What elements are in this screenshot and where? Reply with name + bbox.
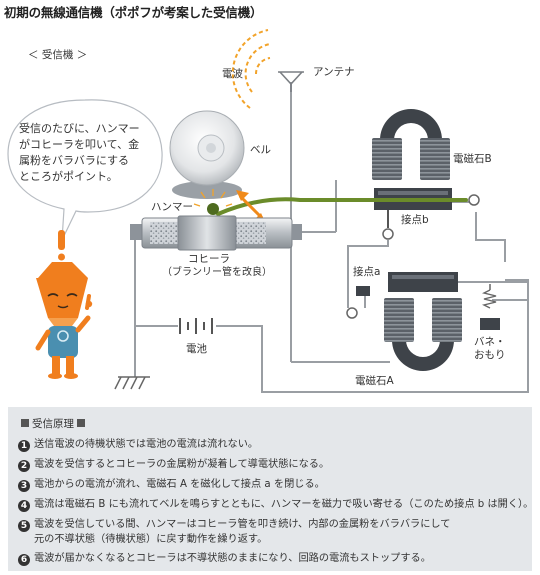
principle-panel: 受信原理 1 送信電波の待機状態では電池の電流は流れない。 2 電波を受信するとコヒ… (8, 407, 533, 571)
step-number-icon: 3 (18, 480, 30, 492)
receiver-diagram: 電波 アンテナ ベル 電磁石B 接点b ハンマー (7, 29, 529, 393)
label-spring-1: バネ・ (474, 336, 506, 348)
principle-step: 4 電流は電磁石 B にも流れてベルを鳴らすとともに、ハンマーを磁力で吸い寄せる（… (18, 497, 533, 512)
radio-wave-icon (231, 29, 271, 109)
page-title: 初期の無線通信機（ポポフが考案した受信機） (4, 5, 263, 20)
right-wire (475, 212, 506, 262)
principle-title-text: 受信原理 (32, 418, 74, 430)
label-electromagnet-a: 電磁石A (355, 374, 394, 387)
square-bullet-icon (21, 419, 29, 427)
label-denpa: 電波 (222, 67, 243, 80)
label-electromagnet-b: 電磁石B (453, 152, 492, 165)
battery-wire-right (216, 279, 529, 393)
label-bell: ベル (250, 144, 271, 156)
bubble-line: 受信のたびに、ハンマー (19, 122, 140, 135)
step-number-icon: 5 (18, 520, 30, 532)
spring-weight (458, 281, 528, 330)
principle-step: 6 電波が届かなくなるとコヒーラは不導状態のままになり、回路の電流もストップする。 (18, 551, 431, 566)
label-coherer-2: （ブランリー管を改良） (162, 265, 272, 278)
step-text: 電池からの電流が流れ、電磁石 A を磁化して接点 a を閉じる。 (34, 479, 325, 490)
contact-b (382, 210, 394, 240)
square-bullet-icon (77, 419, 85, 427)
contact-a (346, 286, 370, 319)
principle-step: 2 電波を受信するとコヒーラの金属粉が凝着して導電状態になる。 (18, 457, 329, 472)
contact-b-wire (347, 240, 389, 308)
principle-step: 5 電波を受信している間、ハンマーはコヒーラ管を叩き続け、内部の金属粉をバラバラに… (18, 517, 450, 547)
step-text: 電波が届かなくなるとコヒーラは不導状態のままになり、回路の電流もストップする。 (34, 553, 431, 564)
principle-title: 受信原理 (18, 416, 88, 431)
exclamation-icon (58, 230, 65, 261)
step-number-icon: 2 (18, 460, 30, 472)
principle-step: 1 送信電波の待機状態では電池の電流は流れない。 (18, 437, 258, 452)
ground-symbol (114, 376, 150, 390)
label-contact-b: 接点b (401, 213, 429, 226)
label-coherer-1: コヒーラ (188, 253, 230, 265)
label-hammer: ハンマー (151, 201, 193, 213)
step-text: 電波を受信している間、ハンマーはコヒーラ管を叩き続け、内部の金属粉をバラバラにし… (34, 519, 451, 530)
step-text-continued: 元の不導状態（待機状態）に戻す動作を繰り返す。 (34, 534, 268, 545)
speech-bubble-text: 受信のたびに、ハンマー がコヒーラを叩いて、金 属粉をバラバラにする ところがポ… (19, 121, 151, 185)
principle-step: 3 電池からの電流が流れ、電磁石 A を磁化して接点 a を閉じる。 (18, 477, 325, 492)
label-antenna: アンテナ (313, 66, 355, 78)
speech-bubble (7, 99, 163, 241)
label-battery: 電池 (186, 342, 207, 355)
mascot (35, 230, 93, 379)
electromagnet-b (372, 109, 452, 210)
label-contact-a: 接点a (353, 265, 380, 278)
electromagnet-a (384, 272, 462, 371)
antenna-icon (278, 71, 304, 92)
step-number-icon: 1 (18, 440, 30, 452)
step-text: 電波を受信するとコヒーラの金属粉が凝着して導電状態になる。 (34, 459, 330, 470)
battery (179, 318, 213, 334)
hammer-rod (216, 194, 480, 216)
step-text: 送信電波の待機状態では電池の電流は流れない。 (34, 439, 259, 450)
step-number-icon: 4 (18, 500, 30, 512)
label-spring-2: おもり (474, 349, 506, 361)
bubble-line: ところがポイント。 (19, 170, 118, 183)
step-text: 電流は電磁石 B にも流れてベルを鳴らすとともに、ハンマーを磁力で吸い寄せる（こ… (34, 499, 534, 510)
coherer (130, 215, 302, 251)
step-number-icon: 6 (18, 554, 30, 566)
section-label: ＜ 受信機 ＞ (28, 48, 87, 61)
bell (169, 110, 245, 199)
hammer-spark (193, 189, 233, 207)
bubble-line: がコヒーラを叩いて、金 (19, 138, 140, 151)
bubble-line: 属粉をバラバラにする (19, 154, 129, 167)
